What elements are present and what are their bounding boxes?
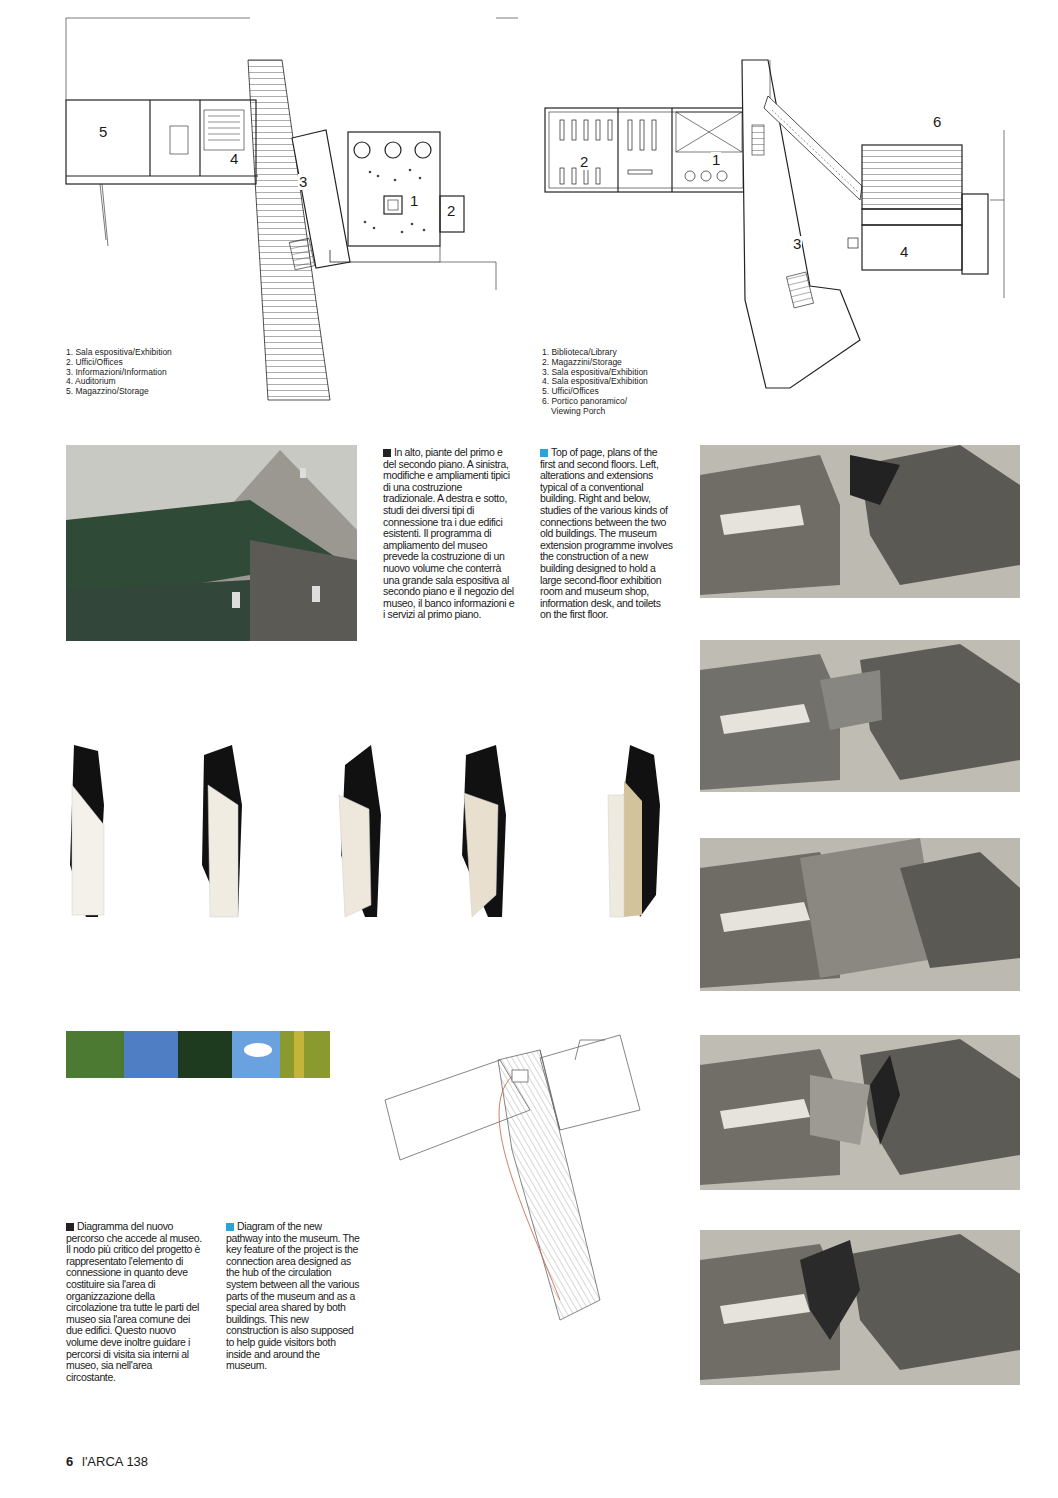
page-number: 6	[66, 1454, 73, 1469]
paragraph-marker	[383, 449, 391, 457]
plan-key-line: 1. Biblioteca/Library	[542, 348, 712, 358]
room-number: 2	[446, 203, 456, 219]
plan-key-line: 3. Sala espositiva/Exhibition	[542, 368, 712, 378]
plan-key-line: 4. Auditorium	[66, 377, 236, 387]
room-number: 1	[711, 152, 721, 168]
plan-key-line: 2. Uffici/Offices	[66, 358, 236, 368]
caption-italian: Diagramma del nuovo percorso che accede …	[66, 1221, 204, 1383]
paragraph-marker	[226, 1223, 234, 1231]
plan-key-line: 2. Magazzini/Storage	[542, 358, 712, 368]
caption-english: Top of page, plans of the first and seco…	[540, 447, 674, 621]
room-number: 3	[792, 236, 802, 252]
barn-photo	[66, 445, 357, 641]
room-number: 2	[579, 154, 589, 170]
room-number: 5	[98, 124, 108, 140]
plan-key-line: 4. Sala espositiva/Exhibition	[542, 377, 712, 387]
floor-plan-second	[545, 60, 1004, 388]
site-model-photos	[700, 445, 1020, 1385]
caption-english: Diagram of the new pathway into the muse…	[226, 1221, 360, 1372]
caption-italian: In alto, piante del primo e del secondo …	[383, 447, 515, 621]
plan-key-line: 3. Informazioni/Information	[66, 368, 236, 378]
plan-key-line: 6. Portico panoramico/ Viewing Porch	[542, 397, 651, 416]
room-number: 1	[409, 193, 419, 209]
room-number: 4	[899, 244, 909, 260]
plan-key-line: 1. Sala espositiva/Exhibition	[66, 348, 236, 358]
floor-plan-first	[66, 18, 518, 400]
paragraph-marker	[540, 449, 548, 457]
room-number: 4	[229, 151, 239, 167]
room-number: 6	[932, 114, 942, 130]
color-strip	[66, 1031, 330, 1078]
magazine-issue: l'ARCA 138	[82, 1454, 148, 1469]
connection-models	[70, 745, 660, 917]
plan-key-line: 5. Uffici/Offices	[542, 387, 712, 397]
paragraph-marker	[66, 1223, 74, 1231]
plan-key-line: 5. Magazzino/Storage	[66, 387, 236, 397]
pathway-sketch	[385, 1035, 640, 1320]
room-number: 3	[298, 174, 308, 190]
